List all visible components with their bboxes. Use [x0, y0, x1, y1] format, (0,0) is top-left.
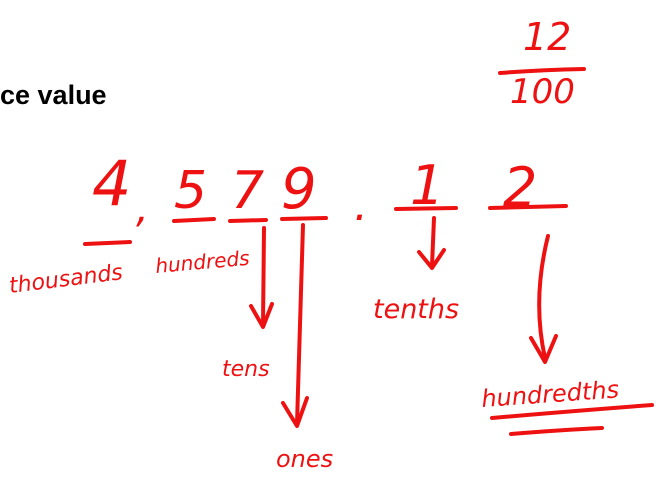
label-thousands: thousands [8, 260, 124, 299]
blank-hundreds [172, 217, 216, 223]
digit-thousands: 4 [92, 147, 131, 220]
arrow-ones-head [281, 396, 309, 428]
hundredths-underline [490, 403, 654, 436]
arrow-tens [261, 226, 266, 328]
fraction: 12 100 [498, 15, 586, 112]
digit-hundreds: 5 [174, 161, 207, 221]
digit-ones: 9 [281, 157, 317, 222]
arrow-hundredths-head [529, 334, 558, 364]
arrow-ones [295, 223, 305, 426]
digit-hundredths: 2 [503, 156, 537, 219]
blank-hundredths [488, 204, 568, 210]
blank-tens [228, 218, 268, 223]
arrow-tenths-head [417, 248, 446, 270]
digit-tens: 7 [231, 161, 264, 221]
blank-thousands [83, 240, 132, 246]
blank-tenths [394, 206, 458, 211]
arrow-hundredths [537, 234, 550, 360]
place-blanks [83, 204, 568, 246]
slide-title: ce value [0, 80, 107, 110]
blank-ones [280, 216, 328, 221]
fraction-bar [498, 67, 586, 75]
label-hundreds: hundreds [154, 246, 250, 278]
arrows [249, 216, 558, 428]
fraction-numerator: 12 [523, 15, 571, 59]
arrow-tenths [430, 216, 436, 268]
label-tenths: tenths [373, 294, 459, 325]
label-ones: ones [276, 445, 333, 473]
arrow-tens-head [249, 302, 274, 329]
decimal-point: . [354, 180, 368, 231]
fraction-denominator: 100 [510, 72, 575, 112]
comma: , [136, 186, 149, 232]
label-tens: tens [222, 357, 270, 382]
